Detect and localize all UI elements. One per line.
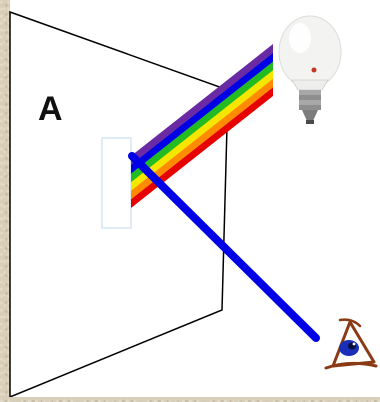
panel-label: A <box>38 90 63 128</box>
panel-card <box>102 138 131 228</box>
